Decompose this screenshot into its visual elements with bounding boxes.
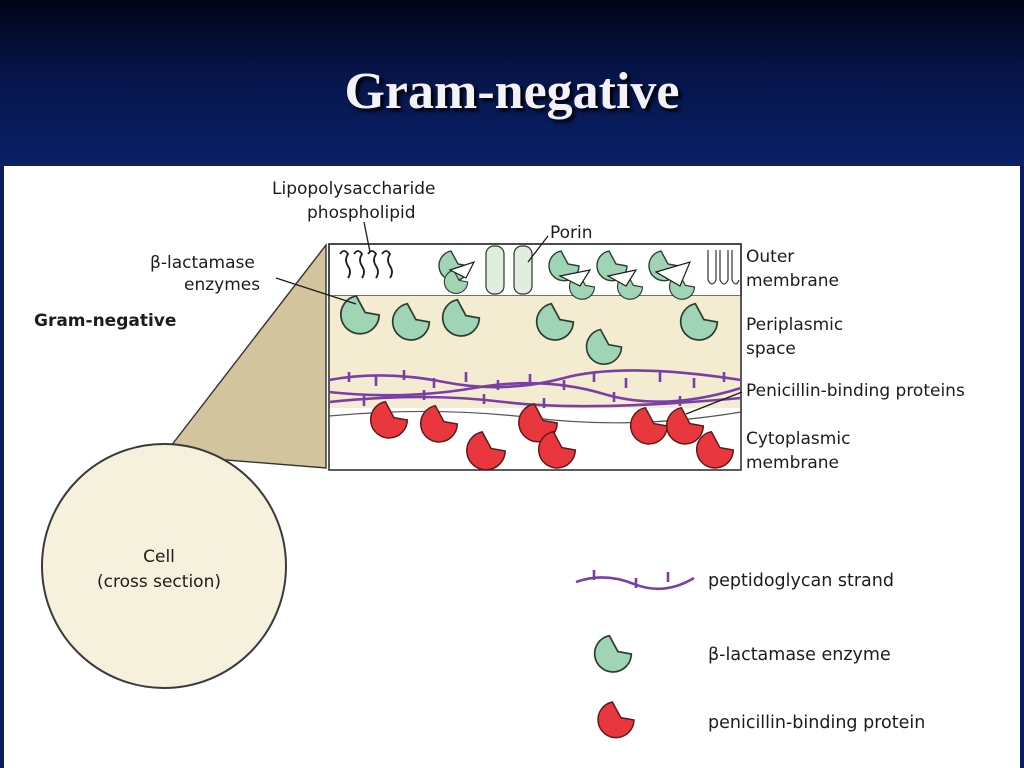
cell-label: Cell (143, 547, 175, 567)
periplasmic-space-label: Periplasmic (746, 315, 843, 335)
lipopolysaccharide-chains (339, 250, 393, 279)
envelope-outline (328, 243, 742, 471)
peptidoglycan-strand-icon (575, 570, 695, 591)
penicillin-binding-proteins-label: Penicillin-binding proteins (746, 381, 965, 401)
cell-label-sub: (cross section) (97, 572, 221, 592)
legend-label-penicillin-binding-protein: penicillin-binding protein (708, 713, 925, 733)
beta-lactamase-label: β-lactamase (150, 253, 255, 273)
leader-lines (275, 221, 743, 415)
periplasmic-space-label-sub: space (746, 339, 796, 359)
porin-left (485, 245, 505, 295)
outer-membrane-label-sub: membrane (746, 271, 839, 291)
cytoplasmic-membrane-label-sub: membrane (746, 453, 839, 473)
gram-negative-section-label: Gram-negative (34, 311, 176, 331)
legend-label-beta-lactamase: β-lactamase enzyme (708, 645, 891, 665)
cytoplasmic-membrane-label: Cytoplasmic (746, 429, 850, 449)
cell-cross-section (41, 443, 287, 689)
phospholipid-label: phospholipid (307, 203, 416, 223)
outer-membrane-label: Outer (746, 247, 794, 267)
outer-membrane-crosslinks (448, 260, 692, 287)
peptidoglycan-layer (328, 369, 742, 408)
right-frame-edge (1020, 166, 1024, 768)
legend-item-beta-lactamase: β-lactamase enzyme (593, 634, 891, 673)
legend: peptidoglycan strand β-lactamase enzyme … (575, 570, 925, 739)
periplasmic-space-band (329, 296, 741, 368)
title-bar (0, 0, 1024, 166)
beta-lactamase-label-sub: enzymes (184, 275, 260, 295)
beta-lactamase-enzyme-icon (593, 634, 633, 673)
legend-item-penicillin-binding-protein: penicillin-binding protein (597, 701, 925, 739)
gram-negative-envelope-diagram: Cell (cross section) (34, 179, 965, 739)
legend-item-peptidoglycan: peptidoglycan strand (575, 570, 894, 591)
membrane-lipid-loops (707, 250, 740, 285)
porin-right (513, 245, 533, 295)
porin-label: Porin (550, 223, 593, 243)
zoom-wedge (162, 242, 327, 469)
slide-title: Gram-negative (344, 63, 680, 120)
lipopolysaccharide-label: Lipopolysaccharide (272, 179, 435, 199)
outer-membrane-enzymes (438, 250, 696, 300)
legend-label-peptidoglycan: peptidoglycan strand (708, 571, 894, 591)
penicillin-binding-protein-icon (597, 701, 635, 739)
left-frame-edge (0, 166, 4, 768)
